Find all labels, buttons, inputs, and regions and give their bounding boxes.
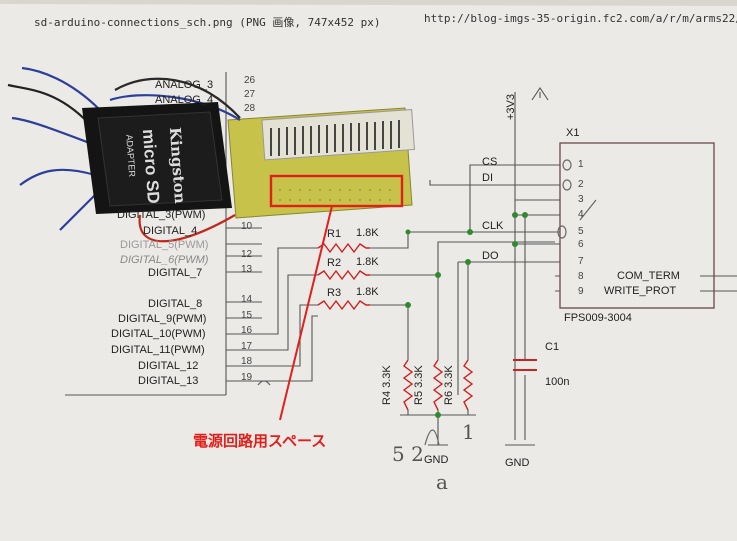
c1-value: 100n <box>545 376 570 388</box>
r2-name: R2 <box>327 257 342 269</box>
pin-label-digital7: DIGITAL_7 <box>148 267 203 279</box>
pin-label-digital4: DIGITAL_4 <box>143 225 198 237</box>
connector-pin-stubs <box>555 164 560 292</box>
handwritten-marks <box>257 159 597 446</box>
pin-num-17: 17 <box>241 341 253 352</box>
pin-label-digital10: DIGITAL_10(PWM) <box>111 328 206 340</box>
handwritten-52: 5 2 <box>392 442 424 466</box>
pin-header <box>261 109 415 161</box>
connector-box <box>559 142 715 309</box>
com-term-label: COM_TERM <box>617 270 680 282</box>
header-pins <box>270 120 400 156</box>
conn-pin-5: 5 <box>578 226 584 237</box>
handwritten-a: a <box>436 470 448 494</box>
pin-label-digital6: DIGITAL_6(PWM) <box>120 254 209 266</box>
write-prot-label: WRITE_PROT <box>604 285 677 297</box>
pin-num-15: 15 <box>241 310 253 321</box>
pin-num-16: 16 <box>241 325 253 336</box>
signal-cs: CS <box>482 156 498 168</box>
image-caption: sd-arduino-connections_sch.png (PNG 画像, … <box>34 16 381 29</box>
pin-num-18: 18 <box>241 356 253 367</box>
connector-ref: X1 <box>566 127 580 139</box>
capacitor-symbol <box>513 359 537 371</box>
pin-num-12: 12 <box>241 249 253 260</box>
pin-num-10: 10 <box>241 221 253 232</box>
pin-label-digital5: DIGITAL_5(PWM) <box>120 239 209 251</box>
gnd-label-left: GND <box>424 454 449 466</box>
signal-di: DI <box>482 172 493 184</box>
conn-pin-2: 2 <box>578 179 584 190</box>
r1-value: 1.8K <box>356 227 379 239</box>
signal-clk: CLK <box>482 220 504 232</box>
power-space-box <box>269 174 404 208</box>
sd-adapter <box>82 102 232 214</box>
conn-pin-4: 4 <box>578 209 584 220</box>
conn-pin-1: 1 <box>578 159 584 170</box>
power-arrow <box>531 87 549 101</box>
junction-dots <box>405 212 528 418</box>
gnd-label-right: GND <box>505 457 530 469</box>
conn-pin-3: 3 <box>578 194 584 205</box>
pin-num-14: 14 <box>241 294 253 305</box>
pin-label-digital12: DIGITAL_12 <box>138 360 199 372</box>
connector-part: FPS009-3004 <box>564 312 632 324</box>
board-holes <box>279 189 391 201</box>
conn-pin-9: 9 <box>578 286 584 297</box>
pin-label-analog4: ANALOG_4 <box>155 94 214 106</box>
pin-num-13: 13 <box>241 264 253 275</box>
image-url: http://blog-imgs-35-origin.fc2.com/a/r/m… <box>424 12 737 25</box>
conn-pin-7: 7 <box>578 256 584 267</box>
conn-pin-6: 6 <box>578 239 584 250</box>
paper-shadow <box>0 0 737 6</box>
pin-label-digital3: DIGITAL_3(PWM) <box>117 209 206 221</box>
power-space-annotation: 電源回路用スペース <box>193 433 327 450</box>
pin-num-28: 28 <box>244 103 256 114</box>
r2-value: 1.8K <box>356 256 379 268</box>
pin-label-digital9: DIGITAL_9(PWM) <box>118 313 207 325</box>
pin-num-19: 19 <box>241 372 253 383</box>
pin-label-digital8: DIGITAL_8 <box>148 298 203 310</box>
r3-value: 1.8K <box>356 286 379 298</box>
conn-pin-8: 8 <box>578 271 584 282</box>
pin-label-digital13: DIGITAL_13 <box>138 375 199 387</box>
c1-name: C1 <box>545 341 560 353</box>
r1-name: R1 <box>327 228 342 240</box>
series-resistors <box>317 242 370 311</box>
pin-num-26: 26 <box>244 75 256 86</box>
handwritten-1: 1 <box>462 420 475 444</box>
pin-num-27: 27 <box>244 89 256 100</box>
pulldown-resistors <box>402 359 474 411</box>
r3-name: R3 <box>327 287 342 299</box>
pin-label-digital11: DIGITAL_11(PWM) <box>111 344 205 356</box>
pin-label-analog3: ANALOG_3 <box>155 79 214 91</box>
signal-do: DO <box>482 250 499 262</box>
